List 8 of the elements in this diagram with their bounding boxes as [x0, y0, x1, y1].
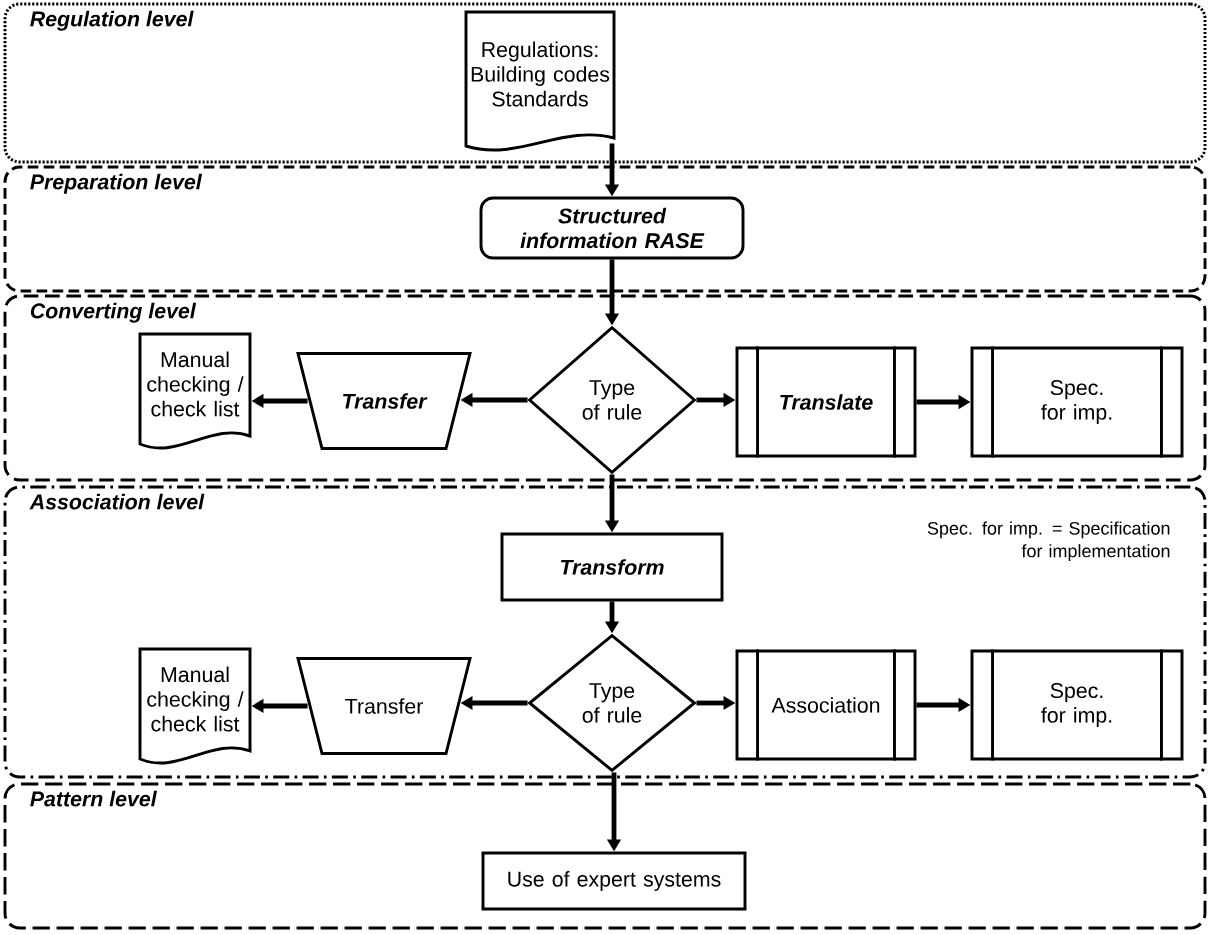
process-box: Transform [500, 532, 724, 602]
process-box: Association [735, 649, 917, 761]
process-box: Translate [735, 346, 917, 458]
process-box: Spec. for imp. [970, 649, 1184, 761]
process-box: Use of expert systems [481, 851, 747, 911]
rounded-box: Structured information RASE [479, 196, 745, 260]
note-text: Spec. for imp. = Specification for implementation [927, 521, 1170, 561]
process-box: Spec. for imp. [970, 346, 1184, 458]
